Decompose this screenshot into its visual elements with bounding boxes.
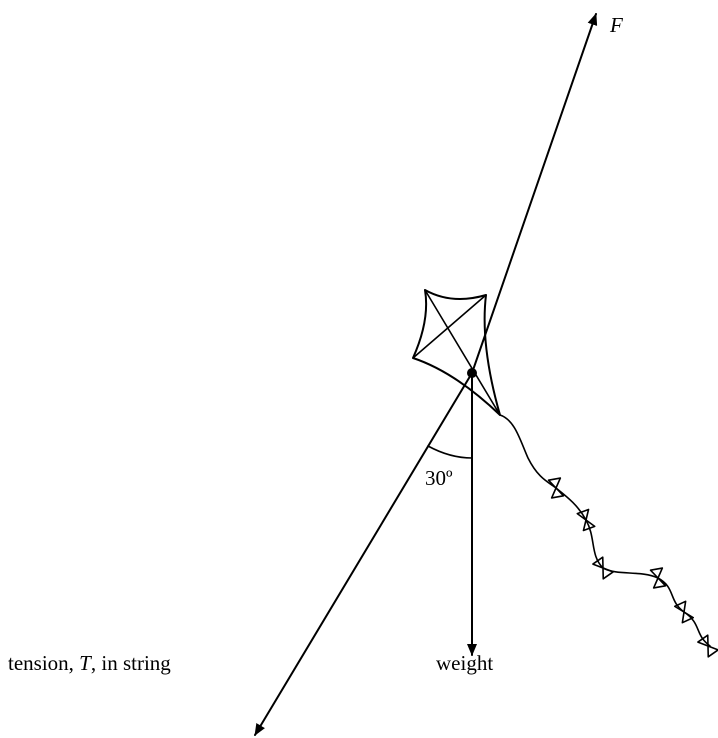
tail-bow	[576, 508, 596, 532]
tension-arrow	[254, 372, 473, 736]
force-f-label: F	[609, 13, 623, 37]
tail-bow	[547, 477, 565, 499]
angle-arc	[427, 445, 473, 459]
weight-label: weight	[436, 651, 493, 675]
tail-bow	[649, 567, 667, 589]
kite-strut-long	[424, 289, 501, 416]
kite-tail	[499, 414, 718, 658]
tail-bow	[697, 634, 718, 658]
angle-label: 30º	[425, 466, 453, 490]
tail-string	[499, 414, 711, 647]
tail-bow	[592, 556, 614, 580]
kite-strut-short	[412, 294, 487, 359]
kite	[412, 289, 501, 416]
tension-label: tension, T, in string	[8, 651, 171, 675]
force-f-arrow	[471, 13, 598, 374]
tension-label-var: T	[79, 651, 92, 675]
tension-label-post: , in string	[91, 651, 171, 675]
tension-label-pre: tension,	[8, 651, 79, 675]
kite-outline	[412, 289, 501, 416]
application-point	[467, 368, 477, 378]
tail-bow	[673, 600, 695, 624]
